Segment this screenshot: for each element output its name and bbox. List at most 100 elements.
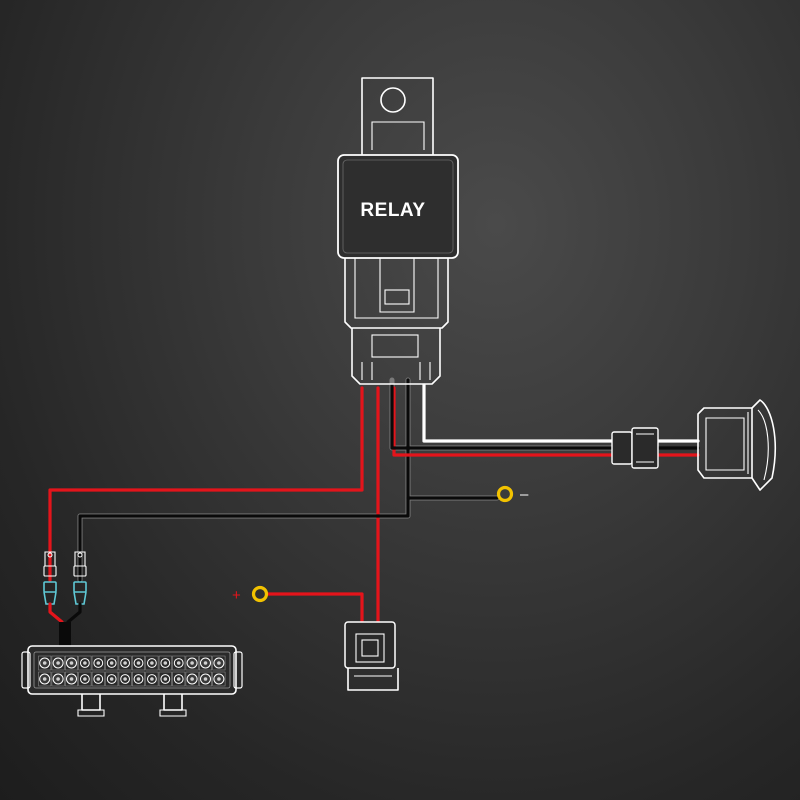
connector-pin-negative — [73, 551, 87, 577]
led-core — [96, 661, 101, 665]
led-cell — [199, 655, 213, 671]
relay-label: RELAY — [360, 200, 425, 221]
led-light-bar — [21, 645, 243, 717]
led-core — [190, 661, 194, 665]
positive-symbol: + — [232, 587, 241, 604]
led-core — [69, 661, 74, 665]
fuse-holder — [344, 621, 399, 691]
led-core — [109, 677, 114, 681]
led-core — [150, 661, 154, 665]
led-cell — [78, 655, 92, 671]
led-cell — [38, 655, 52, 671]
relay-plug — [351, 328, 441, 385]
wire-white-switch — [422, 383, 614, 443]
led-core — [163, 661, 168, 665]
led-core — [176, 677, 181, 681]
ground-ring-terminal-icon — [496, 485, 514, 503]
lightbar-mount-right — [163, 694, 183, 711]
positive-terminal: + — [232, 585, 269, 604]
connector-socket-negative — [73, 581, 87, 605]
led-cell — [199, 671, 213, 687]
led-icon — [120, 674, 130, 684]
ground-terminal: – — [496, 485, 529, 503]
relay-body — [337, 154, 459, 259]
led-core — [203, 677, 208, 681]
negative-symbol: – — [520, 486, 529, 503]
led-icon — [93, 674, 104, 684]
led-core — [176, 661, 181, 665]
led-core — [56, 661, 60, 665]
led-icon — [160, 674, 171, 684]
rocker-switch[interactable] — [697, 399, 777, 491]
led-core — [69, 677, 74, 681]
wire-black-ground — [406, 378, 499, 500]
led-cell — [145, 655, 159, 671]
positive-ring-terminal-icon — [251, 585, 269, 603]
led-cell — [132, 655, 146, 671]
led-icon — [120, 658, 130, 668]
led-cell — [105, 655, 119, 671]
led-cell — [172, 655, 186, 671]
led-core — [123, 661, 127, 665]
led-cell — [65, 655, 79, 671]
led-cell — [118, 671, 132, 687]
led-cell — [172, 671, 186, 687]
led-icon — [93, 658, 104, 668]
led-icon — [147, 674, 157, 684]
switch-connector — [611, 427, 659, 469]
led-core — [136, 661, 141, 665]
led-core — [56, 677, 60, 681]
led-cell — [91, 655, 105, 671]
led-core — [150, 677, 154, 681]
led-cell — [118, 655, 132, 671]
led-icon — [147, 658, 157, 668]
led-cell — [132, 671, 146, 687]
led-cell — [185, 671, 199, 687]
led-cell — [158, 671, 172, 687]
led-core — [163, 677, 168, 681]
led-core — [83, 677, 87, 681]
led-icon — [106, 658, 117, 668]
lightbar-connectors — [43, 551, 87, 650]
led-icon — [106, 674, 117, 684]
led-cell — [91, 671, 105, 687]
led-core — [203, 661, 208, 665]
led-icon — [160, 658, 171, 668]
led-core — [109, 661, 114, 665]
led-icon — [173, 658, 184, 668]
led-cell — [212, 671, 226, 687]
led-core — [190, 677, 194, 681]
connector-pin-positive — [43, 551, 57, 577]
led-core — [217, 677, 221, 681]
led-core — [42, 661, 47, 665]
led-icon — [173, 674, 184, 684]
led-cell — [145, 671, 159, 687]
wire-red-lightbar — [48, 386, 364, 582]
wire-red-positive-terminal — [266, 592, 364, 627]
led-cell — [65, 671, 79, 687]
led-cell — [78, 671, 92, 687]
led-icon — [80, 674, 90, 684]
led-grid — [38, 655, 226, 687]
led-cell — [105, 671, 119, 687]
led-core — [217, 661, 221, 665]
wire-black-switch — [390, 383, 614, 450]
relay-socket — [344, 258, 449, 329]
led-core — [136, 677, 141, 681]
led-cell — [51, 671, 65, 687]
relay: RELAY — [337, 77, 459, 385]
led-cell — [185, 655, 199, 671]
led-core — [123, 677, 127, 681]
led-cell — [212, 655, 226, 671]
lightbar-mount-left — [81, 694, 101, 711]
wire-red-switch — [392, 386, 614, 457]
led-icon — [80, 658, 90, 668]
led-cell — [51, 655, 65, 671]
led-cell — [158, 655, 172, 671]
wires — [48, 377, 700, 627]
wire-black-lightbar — [78, 496, 410, 582]
relay-mounting-tab — [361, 77, 434, 155]
led-core — [42, 677, 47, 681]
